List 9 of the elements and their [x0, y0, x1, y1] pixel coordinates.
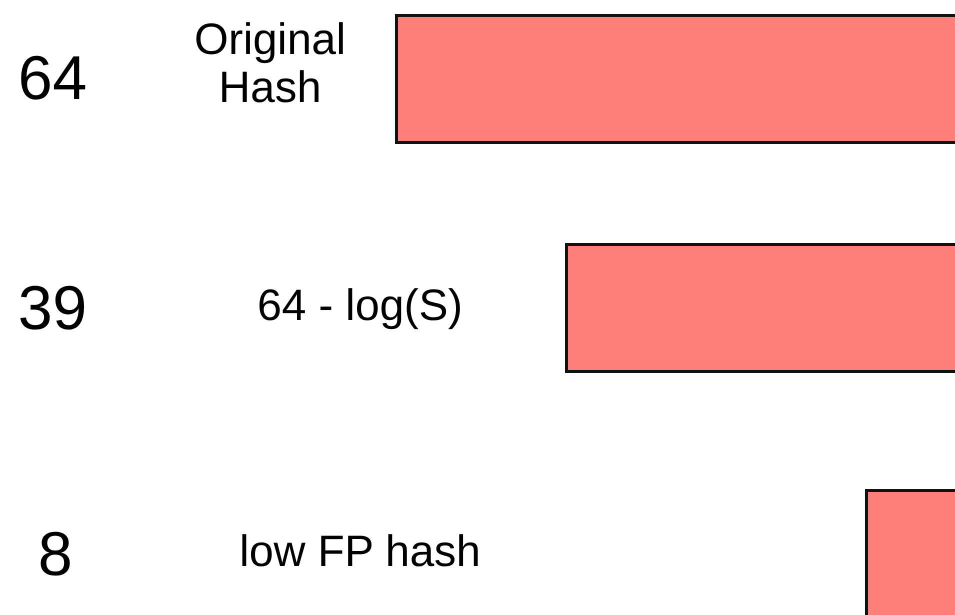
bit-count: 39: [18, 278, 87, 340]
bar-shape: [865, 489, 955, 615]
bar-label: 64 - log(S): [256, 282, 464, 330]
bar-shape: [395, 14, 955, 144]
bar-label: low FP hash: [238, 528, 482, 576]
bar-shape: [565, 243, 955, 373]
bar-label: Original Hash: [193, 16, 347, 112]
bit-count: 64: [18, 48, 87, 110]
bit-count: 8: [38, 524, 72, 586]
